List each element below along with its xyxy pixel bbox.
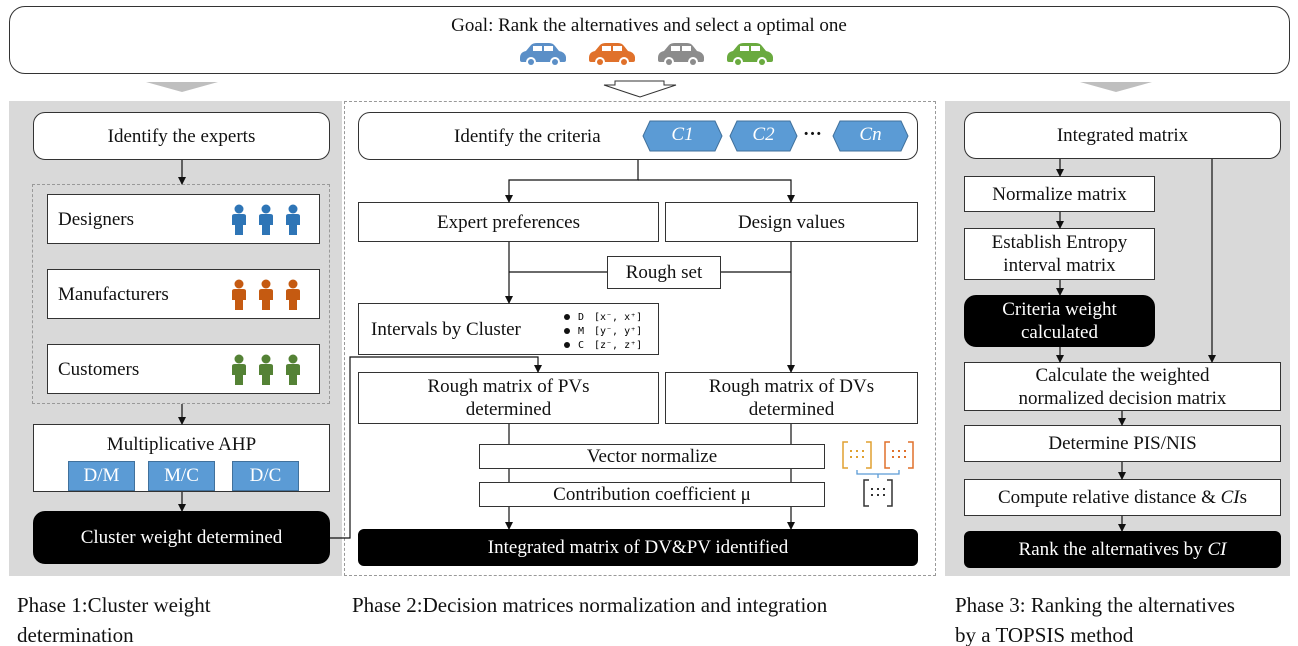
rough-dv-box: Rough matrix of DVs determined: [665, 372, 918, 424]
phase1-caption-line2: determination: [17, 623, 134, 646]
goal-box: [9, 6, 1290, 74]
rank-prefix: Rank the alternatives by: [1018, 539, 1208, 560]
matrix-icon-orange-left: [842, 441, 872, 469]
phase3-arrows: [1056, 159, 1216, 532]
cluster-weight-box: Cluster weight determined: [33, 511, 330, 564]
matrix-icon-orange-right: [884, 441, 914, 469]
ahp-tag-dc: D/C: [232, 461, 299, 491]
rough-pv-box: Rough matrix of PVs determined: [358, 372, 659, 424]
matrix-icon-dark: [863, 479, 893, 507]
criteria-c1-label: C1: [671, 124, 694, 145]
phase1-arrows: [178, 160, 542, 539]
distance-suffix: s: [1239, 487, 1248, 508]
normalize-matrix-box: Normalize matrix: [964, 176, 1155, 212]
intervals-label: Intervals by Cluster: [371, 318, 521, 340]
entropy-box: Establish Entropy interval matrix: [964, 228, 1155, 280]
phase1-chevron: [146, 82, 218, 92]
rough-pv-line2: determined: [465, 399, 552, 420]
phase1-caption-line1: Phase 1:Cluster weight: [17, 593, 211, 617]
criteria-hexagon-c2: [729, 120, 798, 152]
customers-label: Customers: [58, 358, 140, 380]
criteria-hexagon-c1: [642, 120, 723, 152]
distance-ci: CI: [1220, 487, 1240, 508]
rough-dv-line2: determined: [748, 399, 835, 420]
rough-dv-line1: Rough matrix of DVs: [708, 376, 875, 397]
phase3-caption-line2: by a TOPSIS method: [955, 623, 1134, 646]
goal-text: Goal: Rank the alternatives and select a…: [451, 15, 847, 36]
phase1-caption: Phase 1:Cluster weight determination: [17, 590, 211, 646]
car-icon-blue: [520, 43, 566, 67]
phase2-frame: [344, 101, 936, 576]
phase1-panel: [9, 101, 342, 576]
expert-preferences-box: Expert preferences: [358, 202, 659, 242]
manufacturers-box: Manufacturers: [47, 269, 320, 319]
phase2-chevron: [603, 80, 677, 98]
entropy-line2: interval matrix: [1003, 255, 1116, 276]
legend-d-key: D: [578, 312, 584, 323]
vector-normalize-box: Vector normalize: [479, 444, 825, 469]
distance-prefix: Compute relative distance &: [997, 487, 1221, 508]
car-icon-gray: [658, 43, 704, 67]
design-values-box: Design values: [665, 202, 918, 242]
pis-nis-box: Determine PIS/NIS: [964, 425, 1281, 462]
car-icon-orange: [589, 43, 635, 67]
criteria-cn-label: Cn: [859, 124, 882, 145]
weighted-line1: Calculate the weighted: [1035, 364, 1210, 386]
weighted-line2: normalized decision matrix: [1018, 387, 1227, 409]
designers-label: Designers: [58, 208, 134, 230]
integrated-matrix-box: Integrated matrix: [964, 112, 1281, 159]
phase2-arrows: [505, 160, 795, 530]
ahp-tag-mc: M/C: [148, 461, 215, 491]
integrated-dvpv-box: Integrated matrix of DV&PV identified: [358, 529, 918, 566]
legend-d-range: [x⁻, x⁺]: [594, 312, 642, 323]
legend-m-key: M: [578, 326, 584, 337]
designers-box: Designers: [47, 194, 320, 244]
phase3-chevron: [1080, 82, 1152, 92]
rough-set-box: Rough set: [607, 256, 721, 289]
legend-m-range: [y⁻, y⁺]: [594, 326, 642, 337]
matrix-merge-bracket: [856, 470, 900, 478]
legend-c-key: C: [578, 340, 584, 351]
identify-criteria-box: Identify the criteria: [358, 112, 918, 160]
manufacturers-people-icon: [232, 279, 300, 310]
customers-box: Customers: [47, 344, 320, 394]
phase3-caption: Phase 3: Ranking the alternatives by a T…: [955, 590, 1235, 646]
rough-pv-line1: Rough matrix of PVs: [427, 376, 590, 397]
criteria-weight-line2: calculated: [1020, 322, 1098, 343]
intervals-box: Intervals by Cluster: [358, 303, 659, 355]
identify-criteria-label: Identify the criteria: [454, 125, 601, 147]
interval-legend: D M C [x⁻, x⁺] [y⁻, y⁺] [z⁻, z⁺]: [564, 312, 642, 351]
rank-ci: CI: [1207, 539, 1227, 560]
criteria-weight-box: Criteria weight calculated: [964, 295, 1155, 347]
criteria-ellipsis: ···: [803, 124, 823, 145]
ahp-title: Multiplicative AHP: [106, 434, 257, 455]
customers-people-icon: [232, 354, 300, 385]
designers-people-icon: [232, 204, 300, 235]
criteria-weight-line1: Criteria weight: [1002, 299, 1117, 320]
criteria-c2-label: C2: [752, 124, 775, 145]
manufacturers-label: Manufacturers: [58, 283, 169, 305]
identify-experts-box: Identify the experts: [33, 112, 330, 160]
car-icon-green: [727, 43, 773, 67]
phase3-caption-line1: Phase 3: Ranking the alternatives: [955, 593, 1235, 617]
ahp-tag-dm: D/M: [68, 461, 135, 491]
contribution-box: Contribution coefficient μ: [479, 482, 825, 507]
phase2-caption: Phase 2:Decision matrices normalization …: [352, 593, 828, 617]
entropy-line1: Establish Entropy: [991, 232, 1128, 253]
weighted-matrix-box: Calculate the weighted normalized decisi…: [964, 362, 1281, 411]
criteria-hexagon-cn: [832, 120, 909, 152]
legend-c-range: [z⁻, z⁺]: [594, 340, 642, 351]
